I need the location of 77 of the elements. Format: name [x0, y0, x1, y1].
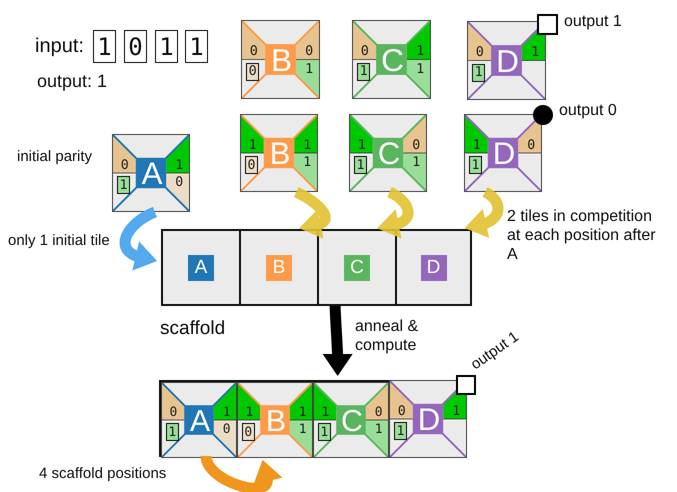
boxed-bit: 0 [244, 156, 258, 174]
slot-letter: D [420, 254, 446, 280]
tile-assembly [159, 380, 467, 457]
slot-letter: A [188, 254, 214, 280]
bit-value: 1 [411, 154, 422, 172]
bit-value: 0 [396, 402, 407, 420]
tile-letter: B [270, 44, 294, 76]
input-bit: 0 [124, 30, 147, 63]
tile-letter: B [268, 138, 292, 170]
tile-caption: initial parity [17, 148, 92, 166]
boxed-bit: 1 [468, 156, 482, 174]
tile-letter: D [492, 138, 516, 170]
boxed-bit: 1 [356, 62, 370, 82]
tile-letter: A [188, 406, 212, 436]
arrow [200, 454, 282, 492]
bit-value: 0 [248, 43, 259, 60]
bit-value: 1 [530, 44, 540, 62]
boxed-bit: 1 [472, 64, 486, 82]
bit-value: 0 [120, 156, 130, 174]
bit-value: 1 [304, 60, 314, 78]
bit-value: 0 [222, 421, 232, 438]
bit-value: 0 [411, 136, 422, 154]
arrow [464, 187, 504, 238]
slot-letter: C [344, 254, 370, 280]
input-bit: 1 [155, 30, 178, 63]
bit-value: 0 [168, 404, 178, 421]
bit-value: 1 [174, 156, 184, 174]
bit-value: 1 [415, 60, 426, 78]
text-label: output: 1 [37, 71, 108, 93]
boxed-bit: 0 [246, 62, 260, 82]
tile-letter: C [380, 44, 405, 76]
text-label: 4 scaffold positions [39, 465, 166, 483]
tile-letter: D [416, 404, 442, 436]
text-label: output 0 [559, 101, 617, 120]
bit-value: 1 [248, 136, 258, 154]
boxed-bit: 0 [242, 423, 255, 441]
text-label: scaffold [160, 318, 226, 341]
boxed-bit: 1 [318, 423, 331, 441]
bit-value: 1 [302, 154, 312, 172]
bit-value: 1 [244, 404, 254, 421]
text-label: input: [35, 34, 84, 58]
slot-letter: B [266, 254, 292, 280]
bit-value: 0 [474, 44, 485, 62]
bit-value: 1 [320, 404, 330, 421]
tile-letter: D [495, 46, 520, 78]
arrow [377, 187, 414, 238]
tile-letter: C [340, 406, 364, 436]
bit-value: 1 [415, 43, 426, 60]
text-label: output 1 [564, 12, 622, 32]
bit-value: 0 [360, 43, 370, 60]
tile-letter: A [140, 158, 164, 190]
text-label: 2 tiles in competition at each position after A [507, 207, 657, 265]
bit-value: 1 [298, 421, 308, 438]
bit-value: 1 [356, 136, 367, 154]
arrow [322, 306, 353, 376]
text-label: only 1 initial tile [8, 232, 110, 250]
boxed-bit: 1 [394, 422, 408, 440]
bit-value: 1 [472, 136, 482, 154]
boxed-bit: 1 [354, 156, 368, 174]
bit-value: 0 [526, 136, 536, 154]
boxed-bit: 1 [166, 423, 179, 441]
bit-value: 0 [304, 43, 314, 60]
bit-value: 1 [302, 136, 312, 154]
bit-value: 1 [451, 402, 462, 420]
tile-letter: B [264, 406, 288, 436]
bit-value: 0 [174, 174, 184, 192]
input-bit: 1 [93, 30, 116, 63]
bit-value: 0 [374, 404, 384, 421]
tile-letter: C [376, 138, 402, 170]
scaffold-strip [161, 229, 472, 306]
edge-label: anneal & compute [355, 317, 420, 356]
bit-value: 1 [298, 404, 308, 421]
arrow [294, 187, 331, 238]
input-bit: 1 [185, 30, 208, 63]
bit-value: 1 [222, 404, 232, 421]
bit-value: 1 [374, 421, 384, 438]
boxed-bit: 1 [116, 176, 130, 194]
